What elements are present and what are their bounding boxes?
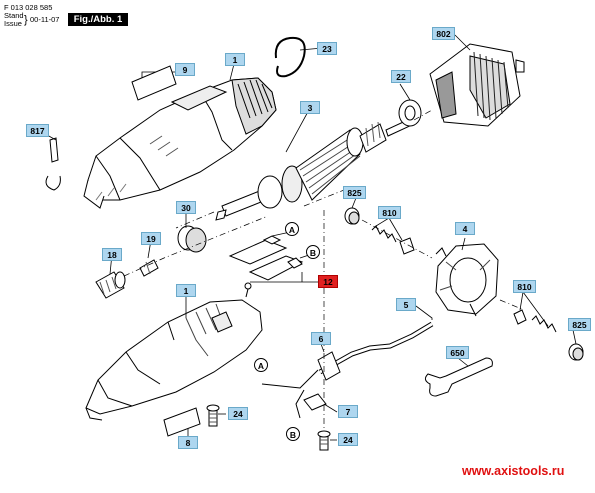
callout-b-lower: B — [286, 427, 300, 441]
part-label-1-lower[interactable]: 1 — [176, 284, 196, 297]
part-label-8[interactable]: 8 — [178, 436, 198, 449]
bush-817-drawing — [45, 137, 61, 191]
part-label-22[interactable]: 22 — [391, 70, 411, 83]
part-label-24-left[interactable]: 24 — [228, 407, 248, 420]
part-label-817[interactable]: 817 — [26, 124, 49, 137]
callout-a-upper: A — [285, 222, 299, 236]
field-coil-drawing — [429, 43, 525, 127]
upper-housing-drawing — [83, 77, 277, 209]
spring-clip-drawing — [274, 36, 306, 78]
document-number: F 013 028 585 — [4, 3, 53, 12]
part-label-1-upper[interactable]: 1 — [225, 53, 245, 66]
stand-label: Stand — [4, 11, 24, 20]
screw-24-drawing — [206, 404, 331, 451]
part-label-9[interactable]: 9 — [175, 63, 195, 76]
callout-a-lower: A — [254, 358, 268, 372]
part-label-12-highlighted[interactable]: 12 — [318, 275, 338, 288]
figure-label: Fig./Abb. 1 — [68, 13, 128, 26]
collet-drawing — [95, 259, 159, 299]
armature-drawing — [215, 117, 415, 221]
part-label-7[interactable]: 7 — [338, 405, 358, 418]
part-label-650[interactable]: 650 — [446, 346, 469, 359]
issue-date: 00-11-07 — [30, 15, 60, 24]
callout-b-upper: B — [306, 245, 320, 259]
plate-9-drawing — [131, 65, 177, 101]
part-label-825-lower[interactable]: 825 — [568, 318, 591, 331]
part-label-30[interactable]: 30 — [176, 201, 196, 214]
part-label-24-right[interactable]: 24 — [338, 433, 358, 446]
spring-810-drawing — [371, 225, 557, 333]
cable-drawing — [261, 321, 434, 419]
issue-label: Issue — [4, 19, 22, 28]
part-label-4[interactable]: 4 — [455, 222, 475, 235]
bearing-30-drawing — [177, 225, 207, 253]
brush-assembly-drawing — [228, 235, 304, 298]
lower-housing-drawing — [85, 299, 263, 421]
guide-lines — [123, 109, 525, 430]
part-label-3[interactable]: 3 — [300, 101, 320, 114]
part-label-810-upper[interactable]: 810 — [378, 206, 401, 219]
website-link[interactable]: www.axistools.ru — [462, 464, 565, 478]
part-label-810-lower[interactable]: 810 — [513, 280, 536, 293]
part-label-5[interactable]: 5 — [396, 298, 416, 311]
wrench-drawing — [424, 357, 493, 397]
part-label-18[interactable]: 18 — [102, 248, 122, 261]
switch-plate-drawing — [435, 243, 499, 317]
plate-8-drawing — [163, 407, 201, 437]
brace-icon: } — [24, 14, 28, 26]
brush-cap-drawing — [344, 207, 584, 361]
part-label-23[interactable]: 23 — [317, 42, 337, 55]
part-label-6[interactable]: 6 — [311, 332, 331, 345]
part-label-825-upper[interactable]: 825 — [343, 186, 366, 199]
part-label-19[interactable]: 19 — [141, 232, 161, 245]
bearing-22-drawing — [398, 99, 422, 127]
part-label-802[interactable]: 802 — [432, 27, 455, 40]
